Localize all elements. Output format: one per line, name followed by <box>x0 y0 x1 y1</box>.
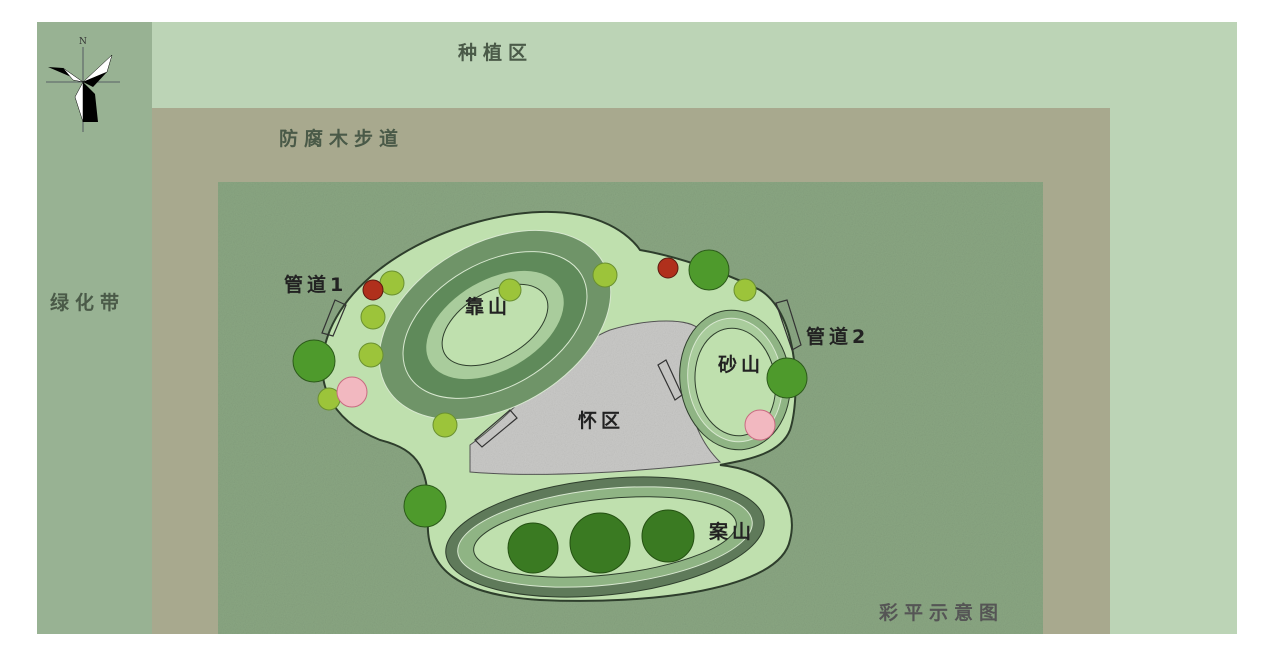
flowering-trees <box>336 376 776 441</box>
pipe2-label: 管道2 <box>806 326 870 348</box>
sand-hill-label: 砂山 <box>718 354 765 376</box>
green-belt-label: 绿化带 <box>50 292 126 314</box>
large-trees <box>292 249 808 528</box>
pipes <box>321 299 802 448</box>
boardwalk-label: 防腐木步道 <box>279 128 405 150</box>
table-hill-label: 案山 <box>709 521 756 543</box>
plan-title: 彩平示意图 <box>879 602 1005 624</box>
hedge-clusters <box>507 509 695 574</box>
back-hill-label: 靠山 <box>465 296 512 318</box>
back-hill <box>378 229 612 421</box>
embrace-area-label: 怀区 <box>578 410 625 432</box>
pipe1-label: 管道1 <box>284 274 348 296</box>
north-label: N <box>79 37 87 47</box>
green-belt <box>37 22 152 634</box>
shrubs <box>317 262 757 438</box>
red-trees <box>362 257 679 301</box>
compass-icon: N <box>46 37 120 132</box>
planting-zone-label: 种植区 <box>458 42 534 64</box>
